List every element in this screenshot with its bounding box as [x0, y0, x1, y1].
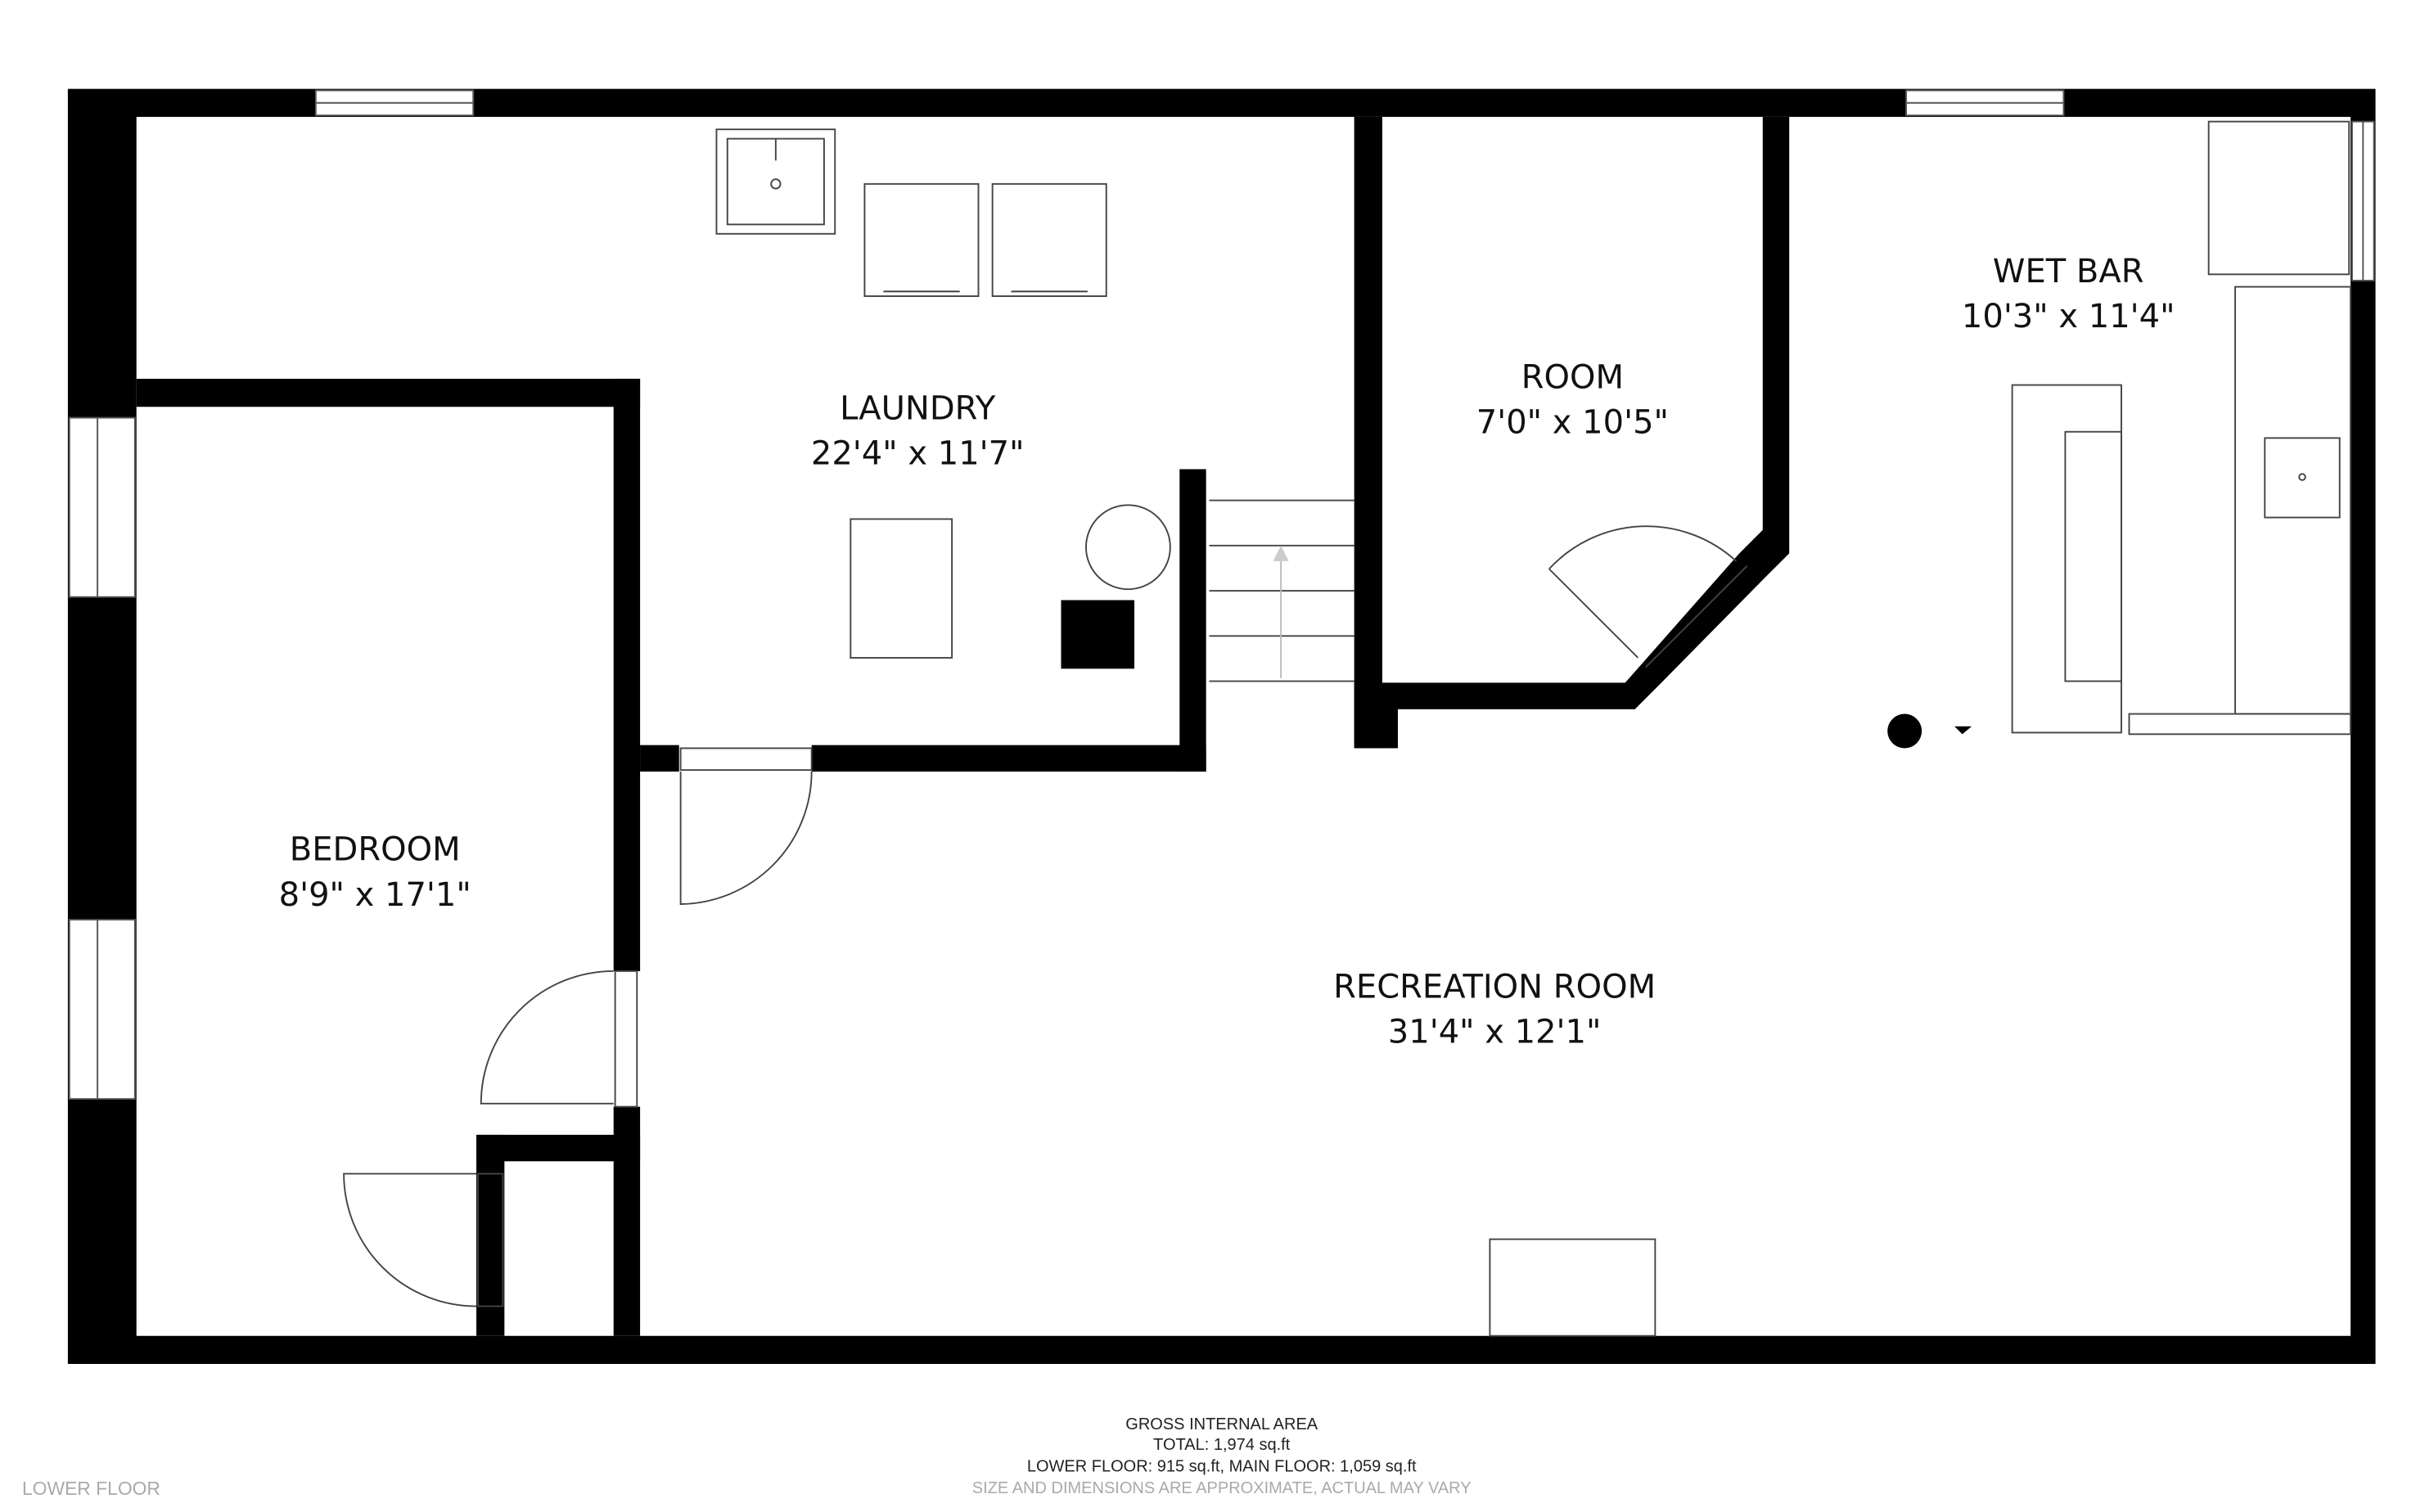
interior-walls [136, 116, 1790, 1336]
laundry-label: LAUNDRY [840, 389, 996, 427]
bedroom-dims: 8'9" x 17'1" [279, 876, 471, 914]
room-dims: 7'0" x 10'5" [1476, 404, 1669, 442]
wet-bar-dims: 10'3" x 11'4" [1962, 298, 2175, 335]
windows [68, 89, 2375, 1100]
floor-areas: LOWER FLOOR: 915 sq.ft, MAIN FLOOR: 1,05… [1027, 1457, 1417, 1475]
wet-bar-label: WET BAR [1993, 253, 2144, 290]
total-area: TOTAL: 1,974 sq.ft [1153, 1436, 1291, 1454]
floor-label: LOWER FLOOR [22, 1478, 160, 1499]
laundry-dims: 22'4" x 11'7" [811, 435, 1025, 473]
recreation-room-label: RECREATION ROOM [1333, 968, 1656, 1006]
room-label: ROOM [1521, 358, 1624, 396]
recreation-room-dims: 31'4" x 12'1" [1388, 1014, 1602, 1051]
bedroom-label: BEDROOM [290, 831, 461, 869]
disclaimer: SIZE AND DIMENSIONS ARE APPROXIMATE, ACT… [972, 1479, 1472, 1497]
floor-drain-icon [1887, 713, 1922, 749]
fixtures [715, 120, 2351, 1337]
gross-area-title: GROSS INTERNAL AREA [1125, 1415, 1318, 1433]
doors [343, 525, 1748, 1307]
